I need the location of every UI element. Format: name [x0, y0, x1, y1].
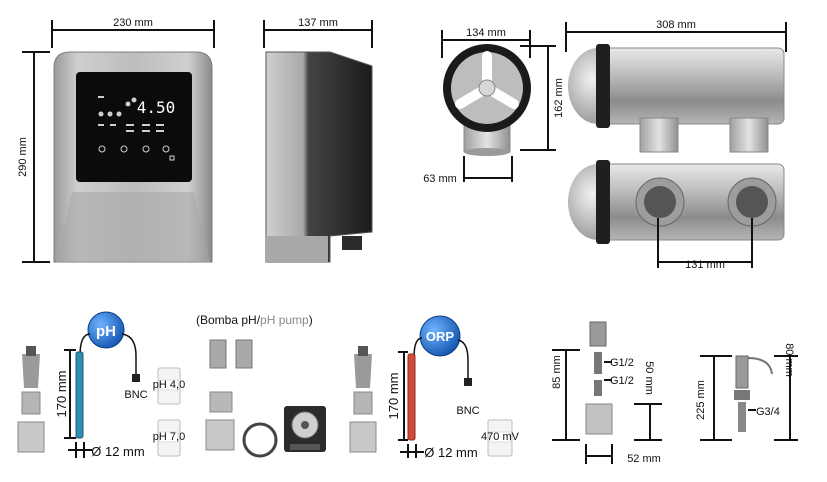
pump-caption: (Bomba pH/pH pump)	[196, 313, 313, 327]
orp-kit: ORP BNC 170 mm Ø 12 mm 470 mV	[349, 315, 520, 460]
ph-buffer-2-label: pH 7,0	[153, 431, 185, 443]
orp-bnc-connector-icon	[464, 378, 472, 386]
injector-height-label: 225 mm	[695, 380, 707, 420]
orp-bnc-label: BNC	[456, 405, 479, 417]
orp-badge: ORP	[426, 329, 455, 344]
pump-caption-main: (Bomba pH/	[196, 313, 261, 327]
tubing-coil-icon	[242, 422, 278, 458]
holder-thread-1: G1/2	[610, 357, 634, 369]
holder-height-label: 85 mm	[551, 355, 563, 389]
orp-diameter-label: Ø 12 mm	[424, 445, 477, 460]
controller-display-indicators	[98, 96, 164, 132]
probe-holder-diagram: 85 mm G1/2 G1/2 50 mm 52 mm	[551, 321, 662, 465]
cell-port-spacing-label: 131 mm	[685, 259, 725, 271]
probe-holder-body-icon	[585, 403, 613, 435]
orp-probe-icon	[407, 353, 416, 441]
orp-length-label: 170 mm	[386, 373, 401, 420]
pump-fittings-icon	[205, 339, 253, 451]
holder-width-label: 52 mm	[627, 453, 661, 465]
orp-buffer-label: 470 mV	[481, 431, 520, 443]
cell-diameter-label: 134 mm	[466, 27, 506, 39]
orp-fittings-icon	[349, 346, 377, 453]
controller-depth-label: 137 mm	[298, 17, 338, 29]
ph-probe-icon	[75, 351, 84, 439]
ph-kit: pH BNC 170 mm Ø 12 mm pH 4,0 pH 7,0	[17, 311, 185, 459]
pump-caption-alt: pH pump	[260, 313, 309, 327]
cable-gland-icon	[342, 236, 362, 250]
peristaltic-pump-icon	[284, 406, 326, 452]
ph-buffer-1-label: pH 4,0	[153, 379, 185, 391]
controller-side-view: 137 mm	[263, 17, 373, 263]
injector-body-icon	[735, 355, 749, 389]
controller-display-value: 4.50	[137, 98, 176, 117]
injector-top-label: 80 mm	[783, 343, 795, 377]
bnc-connector-icon	[132, 374, 140, 382]
cell-length-label: 308 mm	[656, 19, 696, 31]
ph-fittings-icon	[17, 346, 45, 453]
holder-thread-2: G1/2	[610, 375, 634, 387]
controller-height-label: 290 mm	[17, 137, 29, 177]
injector-diagram: 225 mm 80 mm G3/4	[695, 343, 798, 441]
controller-front-view: 230 mm 290 mm 4.50	[17, 17, 215, 263]
cell-port-label: 63 mm	[423, 173, 457, 185]
holder-inner-label: 50 mm	[643, 361, 655, 395]
ph-4-buffer-bottle: pH 4,0	[153, 367, 185, 405]
ph-pump-kit: (Bomba pH/pH pump)	[196, 313, 326, 458]
controller-display-panel	[76, 72, 192, 182]
cell-end-view: 134 mm 162 mm 63 mm	[423, 27, 565, 185]
ph-7-buffer-bottle: pH 7,0	[153, 419, 185, 457]
cell-height-label: 162 mm	[553, 78, 565, 118]
pump-caption-close: )	[309, 313, 313, 327]
injector-thread-label: G3/4	[756, 406, 780, 418]
orp-buffer-bottle: 470 mV	[481, 419, 520, 457]
ph-bnc-label: BNC	[124, 389, 147, 401]
controller-width-label: 230 mm	[113, 17, 153, 29]
cell-length-views: 308 mm 131 mm	[565, 19, 787, 271]
controller-buttons	[98, 145, 175, 161]
ph-diameter-label: Ø 12 mm	[91, 444, 144, 459]
ph-length-label: 170 mm	[54, 371, 69, 418]
ph-badge: pH	[96, 323, 116, 340]
